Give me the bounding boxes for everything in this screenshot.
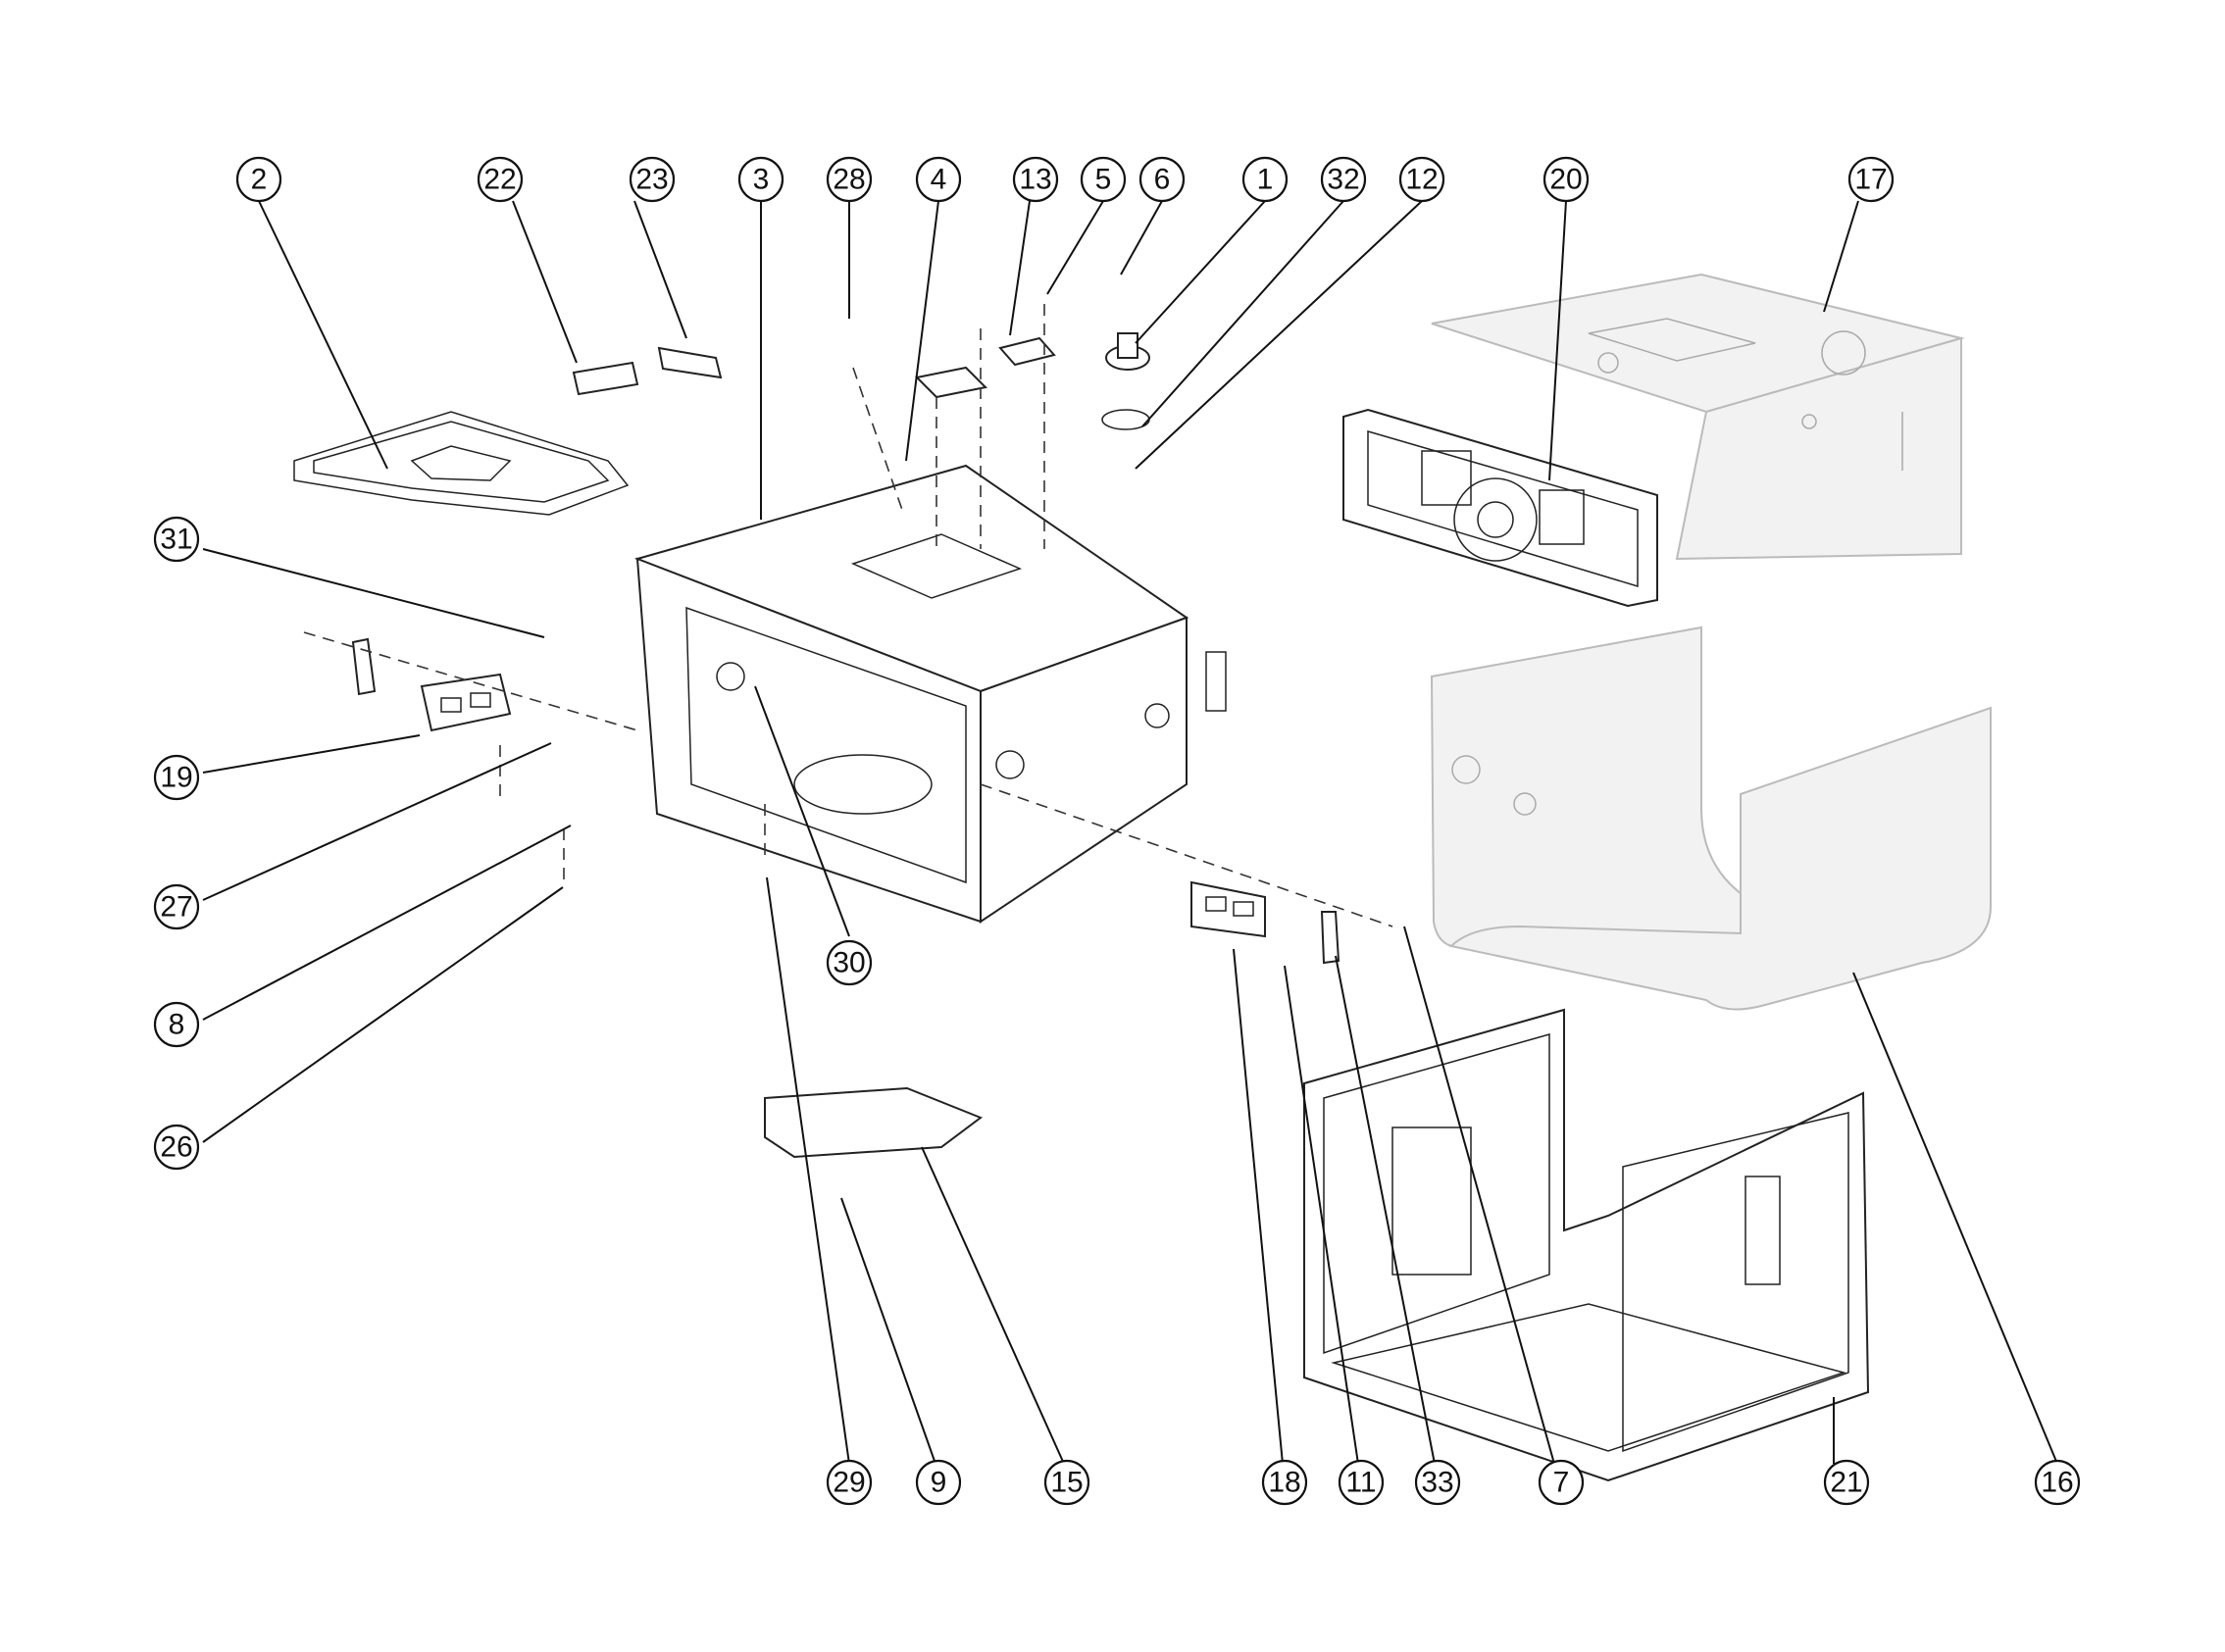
svg-text:16: 16: [2041, 1467, 2073, 1499]
svg-text:3: 3: [753, 164, 770, 196]
part-side-brackets: [351, 637, 1340, 965]
callout-31: 31: [153, 516, 200, 563]
svg-text:26: 26: [160, 1131, 192, 1164]
svg-text:31: 31: [160, 524, 192, 556]
svg-text:32: 32: [1327, 164, 1359, 196]
callout-12: 12: [1398, 156, 1445, 203]
svg-text:22: 22: [483, 164, 516, 196]
callout-20: 20: [1542, 156, 1590, 203]
callout-6: 6: [1138, 156, 1186, 203]
svg-text:4: 4: [931, 164, 947, 196]
part-bottom-chassis: [1303, 1008, 1870, 1482]
callout-21: 21: [1823, 1459, 1870, 1506]
part-outer-casing: [1430, 626, 1992, 1011]
callout-30: 30: [826, 939, 873, 986]
svg-text:9: 9: [931, 1467, 947, 1499]
callout-11: 11: [1338, 1459, 1385, 1506]
callout-2: 2: [235, 156, 282, 203]
callout-7: 7: [1538, 1459, 1585, 1506]
svg-text:6: 6: [1154, 164, 1171, 196]
svg-text:30: 30: [833, 947, 865, 979]
svg-text:2: 2: [251, 164, 268, 196]
callout-26: 26: [153, 1124, 200, 1171]
part-terminal-plates: [572, 346, 723, 396]
callout-3: 3: [737, 156, 784, 203]
callout-27: 27: [153, 883, 200, 930]
svg-text:1: 1: [1257, 164, 1274, 196]
svg-text:20: 20: [1549, 164, 1582, 196]
callout-29: 29: [826, 1459, 873, 1506]
svg-text:19: 19: [160, 762, 192, 794]
svg-text:15: 15: [1050, 1467, 1083, 1499]
callout-23: 23: [629, 156, 676, 203]
svg-text:12: 12: [1405, 164, 1438, 196]
callout-8: 8: [153, 1001, 200, 1048]
callout-9: 9: [915, 1459, 962, 1506]
svg-text:28: 28: [833, 164, 865, 196]
callout-13: 13: [1012, 156, 1059, 203]
svg-text:7: 7: [1553, 1467, 1570, 1499]
svg-text:5: 5: [1095, 164, 1112, 196]
svg-text:18: 18: [1268, 1467, 1300, 1499]
svg-text:27: 27: [160, 891, 192, 924]
callout-22: 22: [477, 156, 524, 203]
part-top-small-parts: [914, 332, 1150, 430]
part-top-cover: [1431, 273, 1965, 561]
part-rear-panel: [1342, 408, 1658, 608]
leader-lines: [202, 200, 2058, 1465]
svg-text:21: 21: [1830, 1467, 1862, 1499]
callout-16: 16: [2034, 1459, 2081, 1506]
callout-4: 4: [915, 156, 962, 203]
callout-18: 18: [1261, 1459, 1308, 1506]
callout-33: 33: [1414, 1459, 1461, 1506]
part-oven-cavity: [633, 464, 1227, 924]
callout-28: 28: [826, 156, 873, 203]
callout-17: 17: [1847, 156, 1895, 203]
callout-32: 32: [1320, 156, 1367, 203]
svg-text:17: 17: [1854, 164, 1887, 196]
svg-text:8: 8: [169, 1009, 185, 1041]
svg-text:11: 11: [1345, 1467, 1376, 1499]
part-heater: [293, 411, 630, 516]
assembly-lines: [303, 304, 1393, 927]
callout-19: 19: [153, 754, 200, 801]
svg-text:29: 29: [833, 1467, 865, 1499]
callout-15: 15: [1043, 1459, 1090, 1506]
svg-text:13: 13: [1019, 164, 1051, 196]
svg-text:33: 33: [1421, 1467, 1453, 1499]
callout-1: 1: [1241, 156, 1289, 203]
part-bottom-plate: [764, 1086, 984, 1159]
svg-text:23: 23: [635, 164, 668, 196]
callout-5: 5: [1080, 156, 1127, 203]
